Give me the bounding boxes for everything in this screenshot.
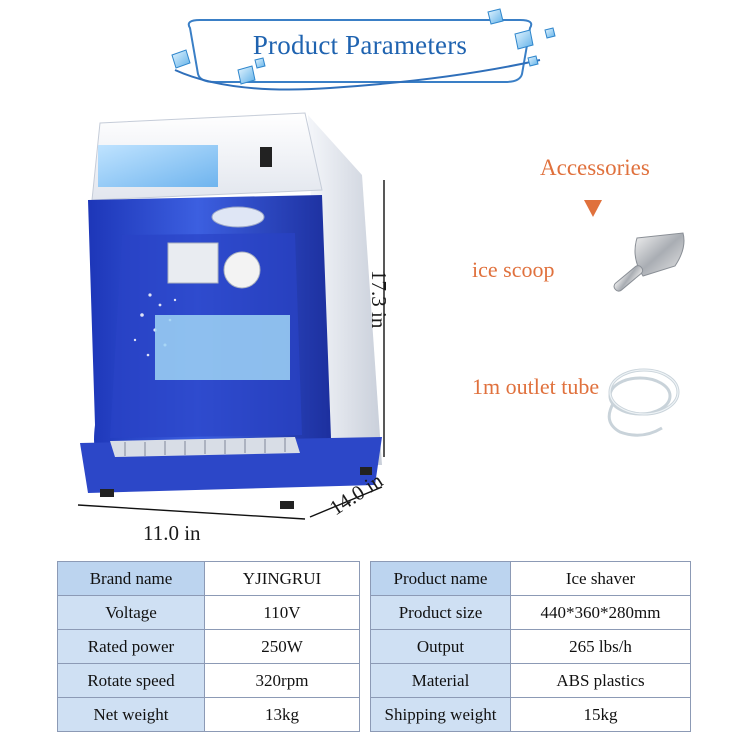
table-row: Output 265 lbs/h (370, 629, 691, 664)
table-row: Rated power 250W (57, 629, 360, 664)
table-row: Rotate speed 320rpm (57, 663, 360, 698)
table-row: Net weight 13kg (57, 697, 360, 732)
spec-key: Rated power (57, 629, 205, 664)
brand-badge (211, 206, 265, 228)
blade-housing (167, 242, 219, 284)
spec-key: Output (370, 629, 511, 664)
table-row: Shipping weight 15kg (370, 697, 691, 732)
spec-key: Brand name (57, 561, 205, 596)
spec-value: ABS plastics (510, 663, 691, 698)
power-switch-icon (260, 147, 272, 167)
ice-scoop-icon (613, 232, 685, 292)
page-title: Product Parameters (252, 30, 468, 60)
spec-value: Ice shaver (510, 561, 691, 596)
spec-value: 15kg (510, 697, 691, 732)
down-arrow-icon (584, 200, 602, 217)
spec-key: Product size (370, 595, 511, 630)
spec-value: YJINGRUI (204, 561, 360, 596)
spec-key: Product name (370, 561, 511, 596)
spec-table-left: Brand name YJINGRUI Voltage 110V Rated p… (57, 561, 360, 732)
accessories-title: Accessories (540, 155, 650, 180)
banner-swoosh (174, 59, 541, 91)
ice-cube-icon (171, 8, 556, 85)
title-banner (171, 8, 556, 91)
spec-key: Net weight (57, 697, 205, 732)
spec-key: Material (370, 663, 511, 698)
adjust-knob (223, 251, 261, 289)
control-panel-image (98, 145, 218, 187)
spec-value: 320rpm (204, 663, 360, 698)
spec-key: Voltage (57, 595, 205, 630)
spec-key: Rotate speed (57, 663, 205, 698)
outlet-tube-icon (607, 368, 680, 437)
ice-shaver-illustration (77, 112, 385, 520)
spec-value: 250W (204, 629, 360, 664)
accessory-ice-scoop-label: ice scoop (472, 257, 555, 282)
spec-value: 110V (204, 595, 360, 630)
width-dimension-line (77, 504, 306, 520)
accessory-outlet-tube-label: 1m outlet tube (472, 374, 600, 399)
height-dimension-label: 17.3 in (367, 270, 391, 329)
table-row: Brand name YJINGRUI (57, 561, 360, 596)
table-row: Product size 440*360*280mm (370, 595, 691, 630)
spec-value: 265 lbs/h (510, 629, 691, 664)
spec-table-right: Product name Ice shaver Product size 440… (370, 561, 691, 732)
table-row: Product name Ice shaver (370, 561, 691, 596)
width-dimension-label: 11.0 in (143, 521, 201, 545)
table-row: Voltage 110V (57, 595, 360, 630)
depth-dimension-line (309, 486, 383, 518)
instruction-label (155, 315, 290, 380)
table-row: Material ABS plastics (370, 663, 691, 698)
spec-key: Shipping weight (370, 697, 511, 732)
spec-value: 13kg (204, 697, 360, 732)
spec-value: 440*360*280mm (510, 595, 691, 630)
